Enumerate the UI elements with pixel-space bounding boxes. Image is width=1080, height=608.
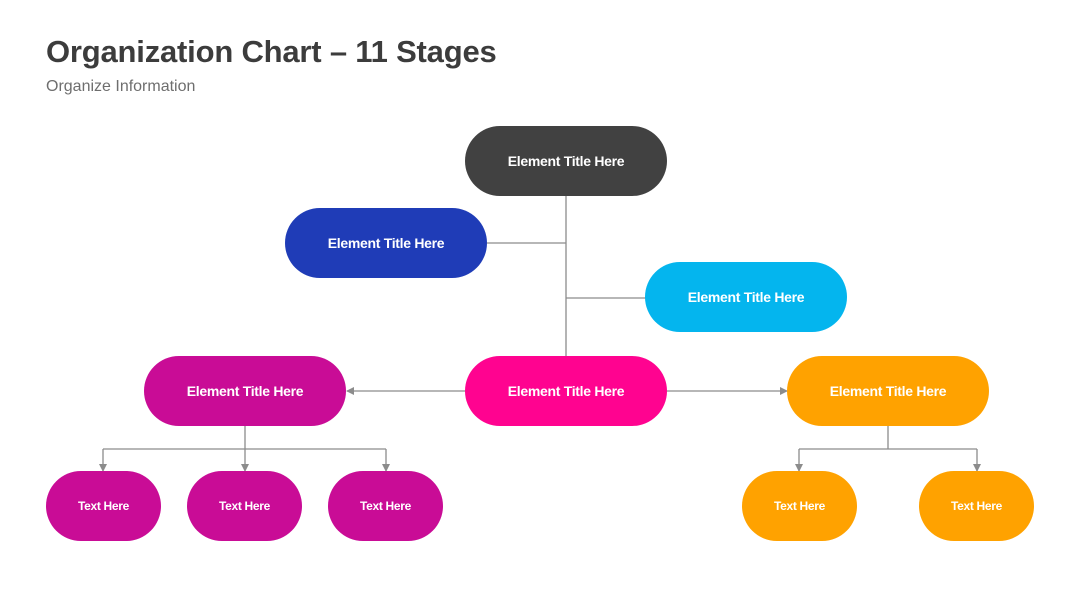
node-top: Element Title Here [465,126,667,196]
leaf-right-2: Text Here [919,471,1034,541]
leaf-left-1: Text Here [46,471,161,541]
page-title: Organization Chart – 11 Stages [46,34,497,69]
node-left-branch: Element Title Here [285,208,487,278]
leaf-left-3: Text Here [328,471,443,541]
node-right-group: Element Title Here [787,356,989,426]
node-left-group: Element Title Here [144,356,346,426]
node-right-branch: Element Title Here [645,262,847,332]
leaf-right-1: Text Here [742,471,857,541]
node-center: Element Title Here [465,356,667,426]
page-subtitle: Organize Information [46,78,196,95]
leaf-left-2: Text Here [187,471,302,541]
